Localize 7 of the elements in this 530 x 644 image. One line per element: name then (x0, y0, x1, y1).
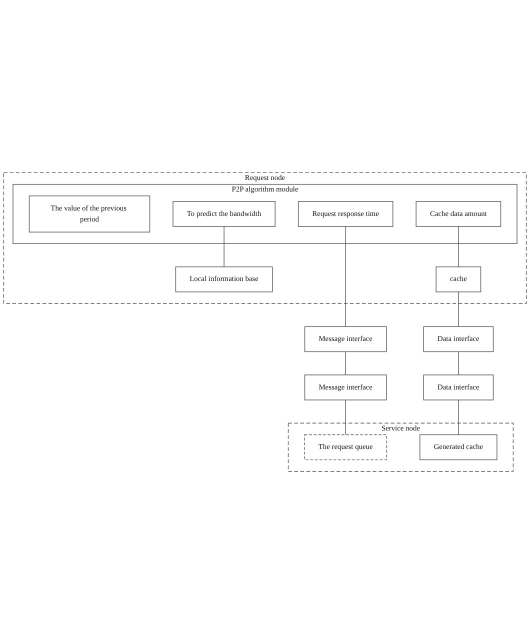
connector (458, 351, 459, 376)
connector (345, 226, 346, 327)
connector (345, 351, 346, 376)
connector (345, 400, 346, 436)
connector (458, 292, 459, 327)
connector (458, 226, 459, 268)
connector (458, 400, 459, 436)
